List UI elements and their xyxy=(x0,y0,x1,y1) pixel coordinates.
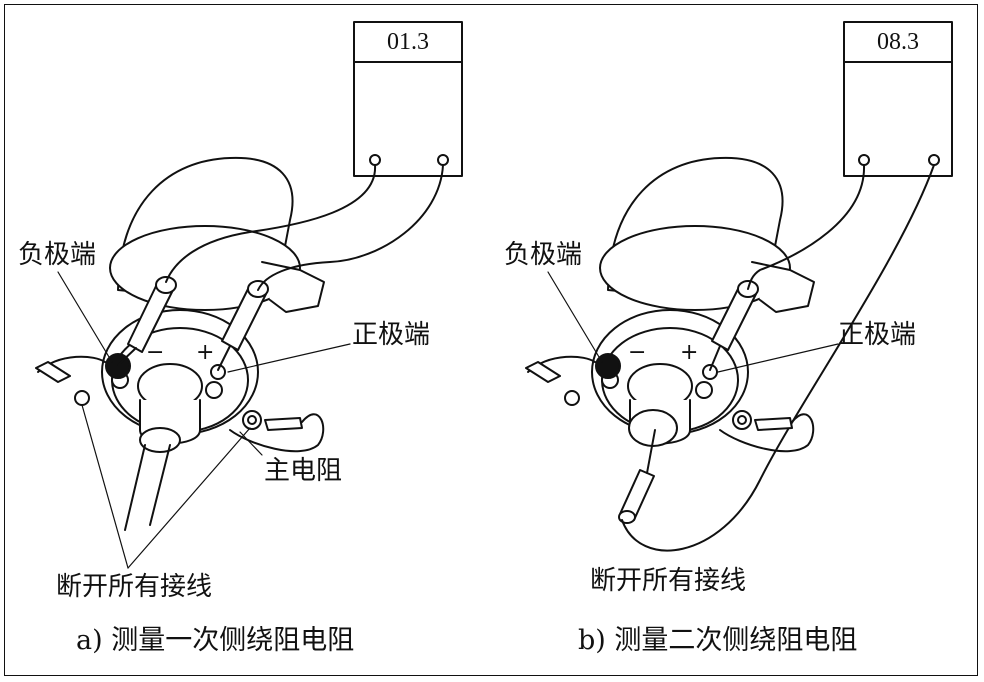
leader-lines-a xyxy=(57,271,351,569)
caption-b: b) 测量二次侧绕阻电阻 xyxy=(578,625,858,656)
label-main-resistor-a: 主电阻 xyxy=(264,456,343,486)
sign-plus-b: + xyxy=(680,340,699,365)
test-leads-a xyxy=(165,164,444,291)
probes-b xyxy=(618,280,759,524)
panel-b-drawing xyxy=(525,21,953,552)
multimeter-b xyxy=(843,21,953,177)
label-disconnect-a: 断开所有接线 xyxy=(56,572,213,602)
sign-minus-a: − xyxy=(146,340,165,365)
meter-reading-a: 01.3 xyxy=(387,29,429,55)
figure-frame xyxy=(4,4,978,676)
sign-plus-a: + xyxy=(196,340,215,365)
test-leads-b xyxy=(621,164,935,552)
label-positive-terminal-b: 正极端 xyxy=(838,320,917,350)
meter-reading-b: 08.3 xyxy=(877,29,919,55)
sign-minus-b: − xyxy=(628,340,647,365)
label-positive-terminal-a: 正极端 xyxy=(352,320,431,350)
label-negative-terminal-a: 负极端 xyxy=(18,240,97,270)
disconnected-wires-b xyxy=(525,355,815,453)
disconnected-wires-a xyxy=(35,355,325,453)
label-disconnect-b: 断开所有接线 xyxy=(590,566,747,596)
panel-a-drawing xyxy=(35,21,463,569)
leader-lines-b xyxy=(547,271,839,373)
label-negative-terminal-b: 负极端 xyxy=(504,240,583,270)
caption-a: a) 测量一次侧绕阻电阻 xyxy=(76,625,355,656)
ignition-coil-b xyxy=(591,156,815,447)
